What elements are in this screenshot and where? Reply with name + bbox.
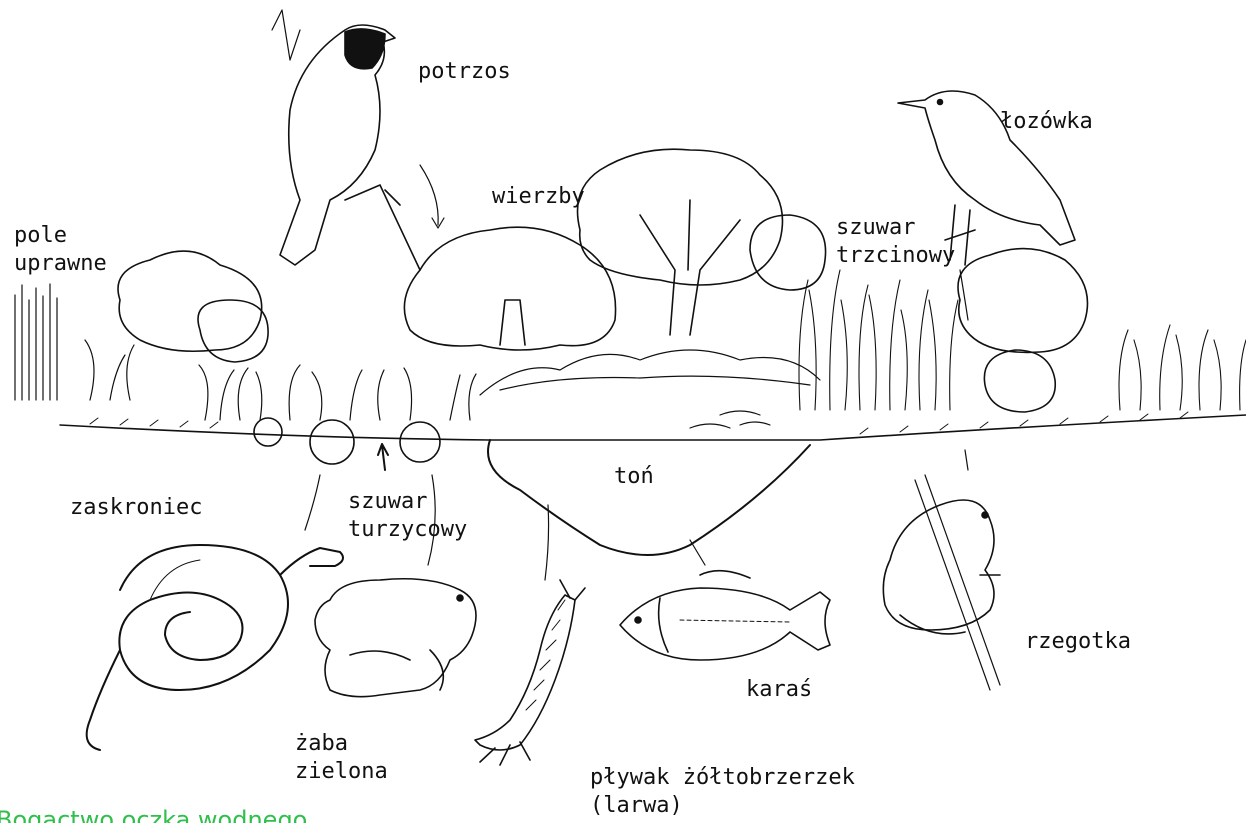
arrow-larva — [545, 505, 549, 580]
lily-pads — [690, 411, 770, 428]
pond-bank-vegetation — [480, 350, 820, 395]
label-szuwar-trzcinowy: szuwar trzcinowy — [836, 214, 955, 270]
arrow-treefrog — [965, 450, 968, 470]
field-plants — [15, 284, 134, 400]
reed-bunting-drawing — [272, 10, 420, 270]
willow-middle-trunk — [640, 200, 740, 335]
label-pole-uprawne: pole uprawne — [14, 222, 107, 278]
willow-left-trunk — [500, 300, 525, 345]
grass-snake-drawing — [87, 545, 343, 750]
crucian-carp-drawing — [620, 571, 830, 660]
reed-bed — [799, 270, 958, 410]
ground-line — [60, 415, 1246, 440]
sedge-circle — [400, 422, 440, 462]
pond-basin — [488, 440, 810, 555]
label-zaskroniec: zaskroniec — [70, 494, 202, 522]
caption: Bogactwo oczka wodnego — [0, 806, 307, 823]
label-plywak: pływak żółtobrzerzek (larwa) — [590, 764, 855, 820]
label-szuwar-turzycowy: szuwar turzycowy — [348, 488, 467, 544]
label-potrzos: potrzos — [418, 58, 511, 86]
label-ton: toń — [614, 463, 654, 491]
diving-beetle-larva-drawing — [475, 580, 585, 765]
pond-water-surface — [500, 376, 810, 390]
label-lozowka: łozówka — [1000, 108, 1093, 136]
grass-right — [1119, 325, 1246, 410]
sedge-circle — [310, 420, 354, 464]
label-wierzby: wierzby — [492, 183, 585, 211]
sedge-circle — [254, 418, 282, 446]
willow-right-small — [750, 215, 826, 290]
bush-left-2 — [198, 300, 268, 362]
grass-tuft — [199, 365, 476, 420]
willow-left — [404, 227, 615, 350]
arrow-sedge — [378, 444, 388, 470]
willow-middle — [578, 149, 783, 285]
label-rzegotka: rzegotka — [1025, 628, 1131, 656]
green-frog-drawing — [315, 579, 476, 697]
arrow-fish — [690, 540, 705, 565]
label-zaba-zielona: żaba zielona — [295, 730, 388, 786]
arrow-snake — [305, 475, 320, 530]
arrow-lozowka — [960, 270, 968, 320]
bush-right — [958, 249, 1088, 353]
arrow-potrzos — [420, 165, 444, 228]
bush-right-lower — [984, 350, 1055, 412]
label-karas: karaś — [746, 676, 812, 704]
tree-frog-drawing — [883, 475, 1000, 690]
